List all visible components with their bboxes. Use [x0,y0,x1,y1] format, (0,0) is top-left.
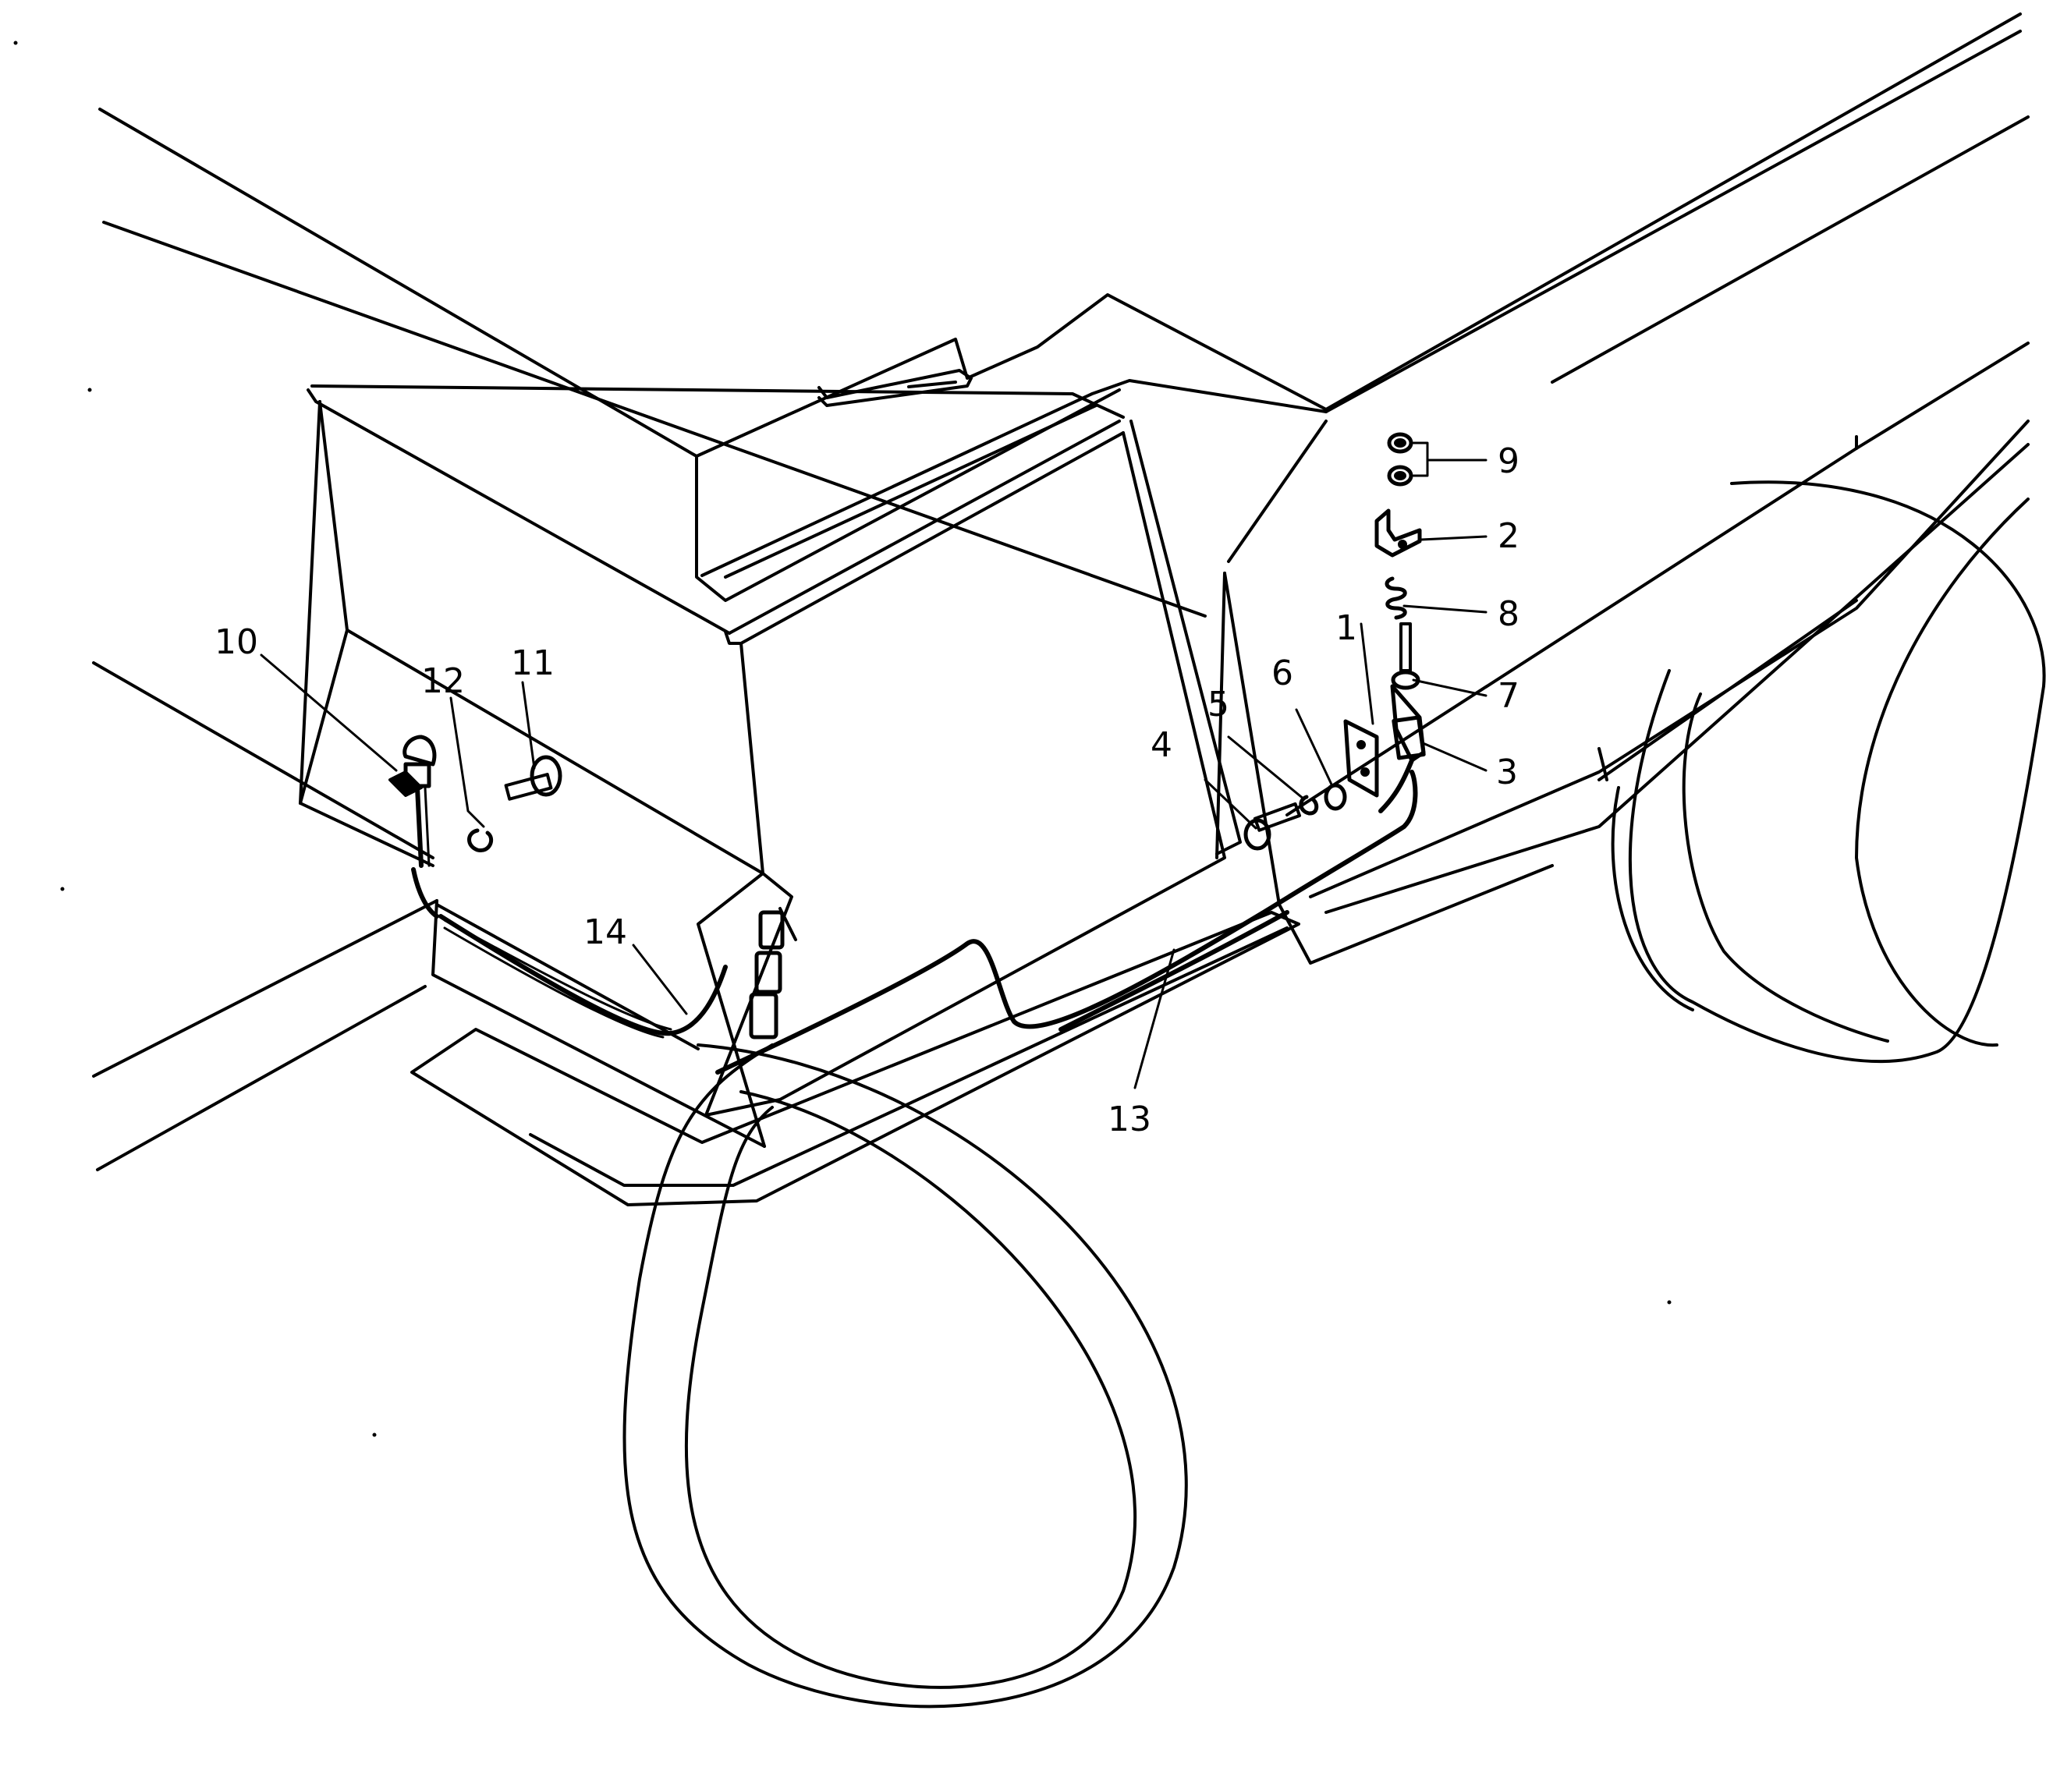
callout-7: 7 [1498,676,1519,716]
connector-cluster [749,907,797,1039]
callout-5: 5 [1207,685,1229,724]
wire-14 [438,914,728,1039]
callout-3: 3 [1496,753,1518,792]
callout-10: 10 [215,622,258,662]
rear-tire [1611,480,2046,1064]
callout-14: 14 [583,912,627,952]
switch-assembly [1243,432,1426,851]
washer-12 [467,828,493,852]
vehicle-frame [92,12,2030,1206]
callout-11: 11 [511,643,555,683]
callout-12: 12 [421,661,465,701]
equipment-box [299,384,1242,1148]
callout-4: 4 [1151,725,1172,765]
callout-9: 9 [1498,441,1519,481]
wire-harness-13 [715,770,1418,1075]
callout-1: 1 [1335,608,1357,648]
callout-8: 8 [1498,594,1519,634]
callout-13: 13 [1108,1100,1151,1139]
lamp-assembly [388,735,439,919]
callout-6: 6 [1271,653,1293,693]
callout-labels: 1 2 3 4 5 6 7 8 9 10 11 12 13 14 [215,441,1519,1139]
callout-2: 2 [1498,516,1519,556]
leader-lines [260,441,1488,1089]
scan-dots [13,41,1672,1437]
front-tire [622,1043,1188,1709]
bolt-11 [504,755,562,801]
